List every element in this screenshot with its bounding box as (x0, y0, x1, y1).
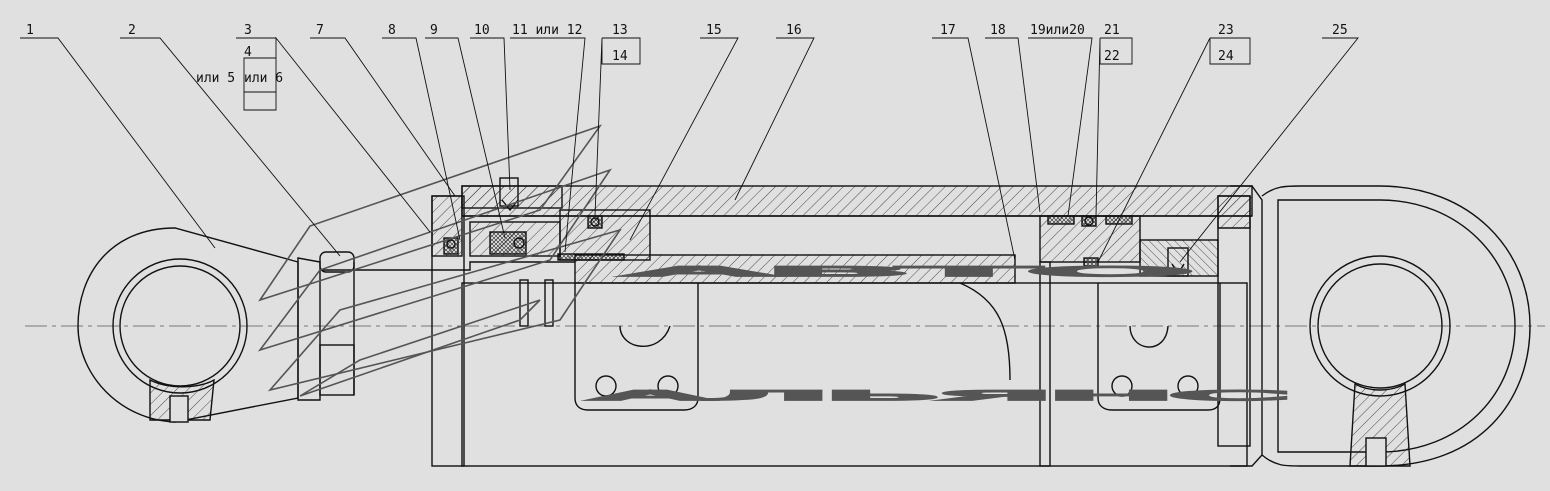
callout-11: 11 или 12 (512, 23, 582, 38)
callout-16: 16 (786, 23, 802, 38)
callout-8: 8 (388, 23, 396, 38)
callout-17: 17 (940, 23, 956, 38)
piston (1039, 215, 1221, 467)
callout-19: 19или20 (1030, 23, 1085, 38)
callout-7: 7 (316, 23, 324, 38)
callout-5: или 5 (196, 71, 235, 86)
callout-18: 18 (990, 23, 1006, 38)
callout-21: 21 (1104, 23, 1120, 38)
callout-13: 13 (612, 23, 628, 38)
callout-1: 1 (26, 23, 34, 38)
callout-24: 24 (1218, 49, 1234, 64)
callout-15: 15 (706, 23, 722, 38)
callout-4: 4 (244, 45, 252, 60)
callout-6: или 6 (244, 71, 283, 86)
watermark-line-1: АВТО (630, 265, 1190, 280)
callout-3: 3 (244, 23, 252, 38)
left-eye-rod-end (77, 227, 299, 423)
callout-23: 23 (1218, 23, 1234, 38)
callout-9: 9 (430, 23, 438, 38)
callout-25: 25 (1332, 23, 1348, 38)
callout-labels: 1 2 3 4 или 5 или 6 7 8 9 10 11 или 12 1… (26, 23, 1348, 86)
callout-10: 10 (474, 23, 490, 38)
piston-rod (297, 251, 575, 401)
cylinder-barrel (461, 185, 1253, 467)
callout-22: 22 (1104, 49, 1120, 64)
leader-lines (20, 36, 1359, 263)
watermark-line-2: АЛЬЯНС (595, 389, 1285, 404)
watermark: АВТО АЛЬЯНС (257, 124, 1286, 405)
callout-2: 2 (128, 23, 136, 38)
callout-14: 14 (612, 49, 628, 64)
right-end-cap (1217, 185, 1531, 467)
watermark-logo-mark (257, 124, 622, 397)
